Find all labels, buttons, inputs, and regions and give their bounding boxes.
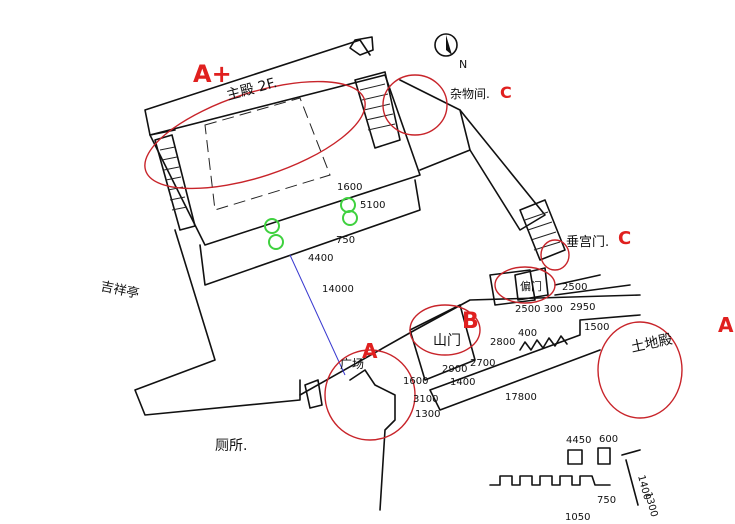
main-hall-grade: A+ <box>193 60 232 88</box>
dim-3100: 3100 <box>413 394 438 405</box>
north-label: N <box>459 58 467 71</box>
storage-grade: C <box>500 83 512 102</box>
side-gate-label: 偏门 <box>520 279 542 293</box>
dim-2950: 2950 <box>570 302 595 313</box>
dim-2800: 2800 <box>490 337 515 348</box>
dim-750: 750 <box>336 235 355 246</box>
toilet-label: 厕所. <box>215 438 247 454</box>
mountain-gate-grade: B <box>462 309 479 334</box>
dim-1500: 1500 <box>584 322 609 333</box>
dim-2500: 2500 <box>562 282 587 293</box>
dim-750b: 750 <box>597 495 616 506</box>
shrine-label: 土地殿 <box>630 332 674 356</box>
detail-sketch <box>489 447 641 506</box>
dim-2900: 2900 <box>442 364 467 375</box>
dim-2700: 2700 <box>470 358 495 369</box>
dim-4400: 4400 <box>308 253 333 264</box>
dim-400: 400 <box>518 328 537 339</box>
shrine-grade: A <box>718 313 734 337</box>
dim-1600b: 1600 <box>403 376 428 387</box>
south-block-outline <box>299 267 641 511</box>
north-arrow-icon <box>434 33 458 57</box>
green-markers <box>264 197 358 250</box>
mountain-gate-label: 山门 <box>433 333 461 349</box>
dim-1300: 1300 <box>415 409 440 420</box>
gate-chui-grade: C <box>618 228 631 249</box>
dim-5100: 5100 <box>360 200 385 211</box>
storage-label: 杂物间. <box>450 87 490 101</box>
plaza-label: 广场 <box>340 357 364 371</box>
dim-14000: 14000 <box>322 284 354 295</box>
plaza-grade: A <box>362 339 378 363</box>
dim-600: 600 <box>599 434 618 445</box>
red-annotation-circles <box>144 74 683 441</box>
pavilion-label: 吉祥亭 <box>99 278 140 302</box>
dim-1050: 1050 <box>565 512 590 523</box>
dim-2500-300: 2500 300 <box>515 304 563 315</box>
dim-4450: 4450 <box>566 435 591 446</box>
dim-1300b: 1300 <box>642 491 659 518</box>
dim-1400: 1400 <box>450 377 475 388</box>
gate-chui-label: 垂宫门. <box>566 235 609 250</box>
west-wing-outline <box>134 229 301 416</box>
main-hall-outline <box>144 36 566 286</box>
dim-1600: 1600 <box>337 182 362 193</box>
dim-17800: 17800 <box>505 392 537 403</box>
main-hall-label: 主殿 2F. <box>225 75 279 104</box>
connector-line <box>289 254 346 376</box>
